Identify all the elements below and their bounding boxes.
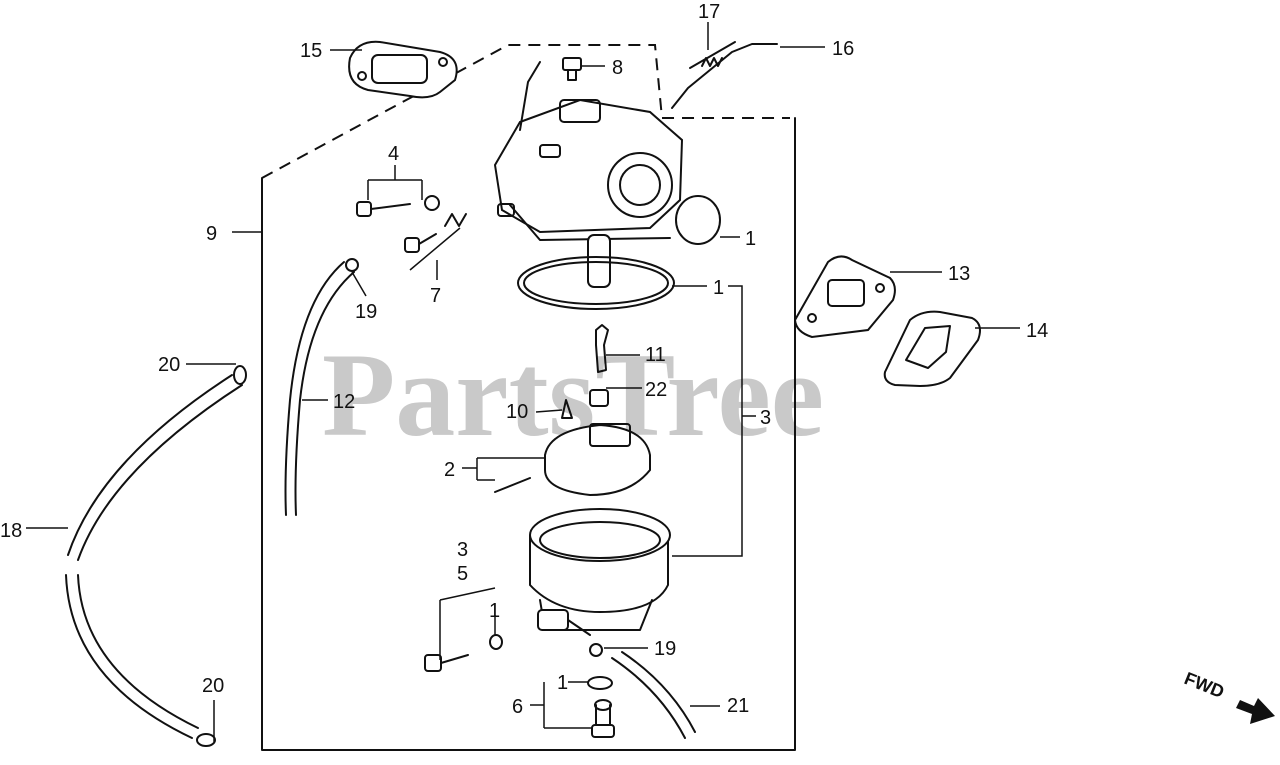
part-1-washer-left[interactable] [489,634,503,650]
part-22-jet[interactable] [589,389,609,407]
callout-2: 2 [444,459,455,481]
part-14-gasket[interactable] [883,310,981,388]
callout-3-right: 3 [760,407,771,429]
part-12-fuel-tube[interactable] [284,261,355,516]
callout-1-low: 1 [489,600,500,622]
part-19-clamp-top[interactable] [345,258,359,272]
callout-20-top: 20 [158,354,180,376]
leader-lines [26,22,1020,742]
forward-direction-indicator: FWD [1182,668,1275,724]
callout-21: 21 [727,695,749,717]
callout-16: 16 [832,38,854,60]
part-2-float[interactable] [494,423,651,497]
callout-19-bottom: 19 [654,638,676,660]
callout-5: 5 [457,563,468,585]
part-5-drain-screw[interactable] [424,654,469,672]
part-8-screw[interactable] [562,57,582,81]
callout-6: 6 [512,696,523,718]
part-17-spring[interactable] [701,57,723,67]
callout-14: 14 [1026,320,1048,342]
float-bowl[interactable] [529,508,671,636]
part-1-bowl-gasket[interactable] [517,256,675,310]
callout-1-bottom: 1 [557,672,568,694]
callout-17: 17 [698,1,720,23]
part-1-o-ring[interactable] [675,195,721,245]
part-19-clamp-bottom[interactable] [589,643,603,657]
callout-7: 7 [430,285,441,307]
callout-22: 22 [645,379,667,401]
callout-20-bottom: 20 [202,675,224,697]
callout-9: 9 [206,223,217,245]
callout-labels: 15 8 17 16 1 1 3 4 7 9 19 13 14 11 22 10… [0,1,1048,718]
fwd-arrow-icon [1236,698,1275,724]
part-13-insulator[interactable] [793,255,896,339]
part-20-clip-bottom[interactable] [196,733,216,747]
carburetor-body[interactable] [493,61,684,288]
callout-1-mid: 1 [713,277,724,299]
part-6-bolt[interactable] [591,699,615,738]
part-21-drain-tube[interactable] [611,651,696,739]
callout-1-top: 1 [745,228,756,250]
callout-11: 11 [645,344,666,366]
part-15-gasket[interactable] [348,40,458,99]
part-7-screw[interactable] [404,213,467,253]
callout-8: 8 [612,57,623,79]
part-11-main-jet[interactable] [595,324,609,373]
callout-19-top: 19 [355,301,377,323]
callout-10: 10 [506,401,528,423]
callout-18: 18 [0,520,22,542]
callout-13: 13 [948,263,970,285]
part-10-needle[interactable] [561,399,573,419]
callout-4: 4 [388,143,399,165]
callout-12: 12 [333,391,355,413]
part-20-clip-top[interactable] [233,365,247,385]
part-1-washer-bottom[interactable] [587,676,613,690]
fwd-label: FWD [1182,668,1227,702]
callout-3-left: 3 [457,539,468,561]
part-18-fuel-tube[interactable] [65,374,243,739]
part-4-screw[interactable] [356,195,440,217]
part-16-rod[interactable] [671,41,778,109]
callout-15: 15 [300,40,322,62]
